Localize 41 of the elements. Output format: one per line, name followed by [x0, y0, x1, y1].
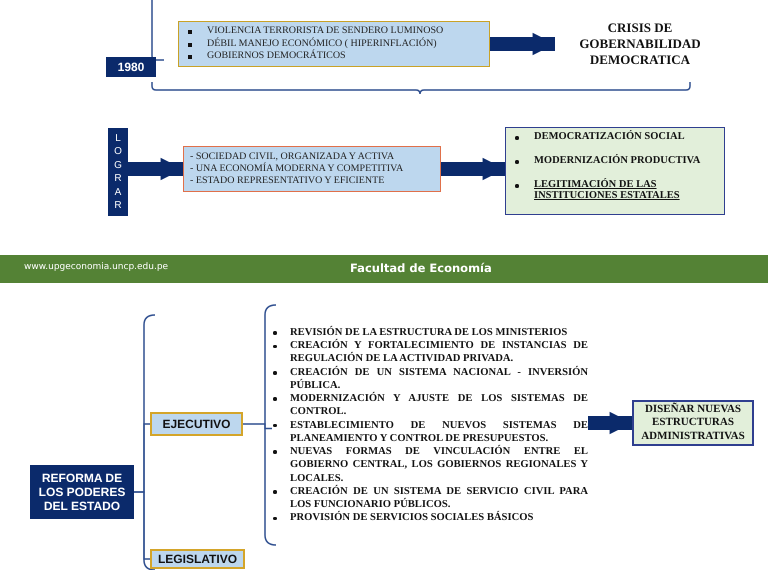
block-arrow — [490, 32, 555, 56]
result-list-box — [505, 127, 725, 215]
web-address: www.upgeconomia.uncp.edu.pe — [24, 262, 168, 272]
bullet-text: CREACIÓN Y FORTALECIMIENTO DE INSTANCIAS DE REGULACIÓN DE LA ACTIVIDAD PRIVADA. — [290, 340, 588, 364]
faculty-name: Facultad de Economía — [350, 261, 492, 275]
goal-list-box — [183, 146, 441, 192]
bullet-text: PROVISIÓN DE SERVICIOS SOCIALES BÁSICOS — [290, 512, 534, 524]
bullet-text: VIOLENCIA TERRORISTA DE SENDERO LUMINOSO — [207, 25, 444, 36]
year-box — [106, 57, 156, 77]
branch-box — [150, 549, 245, 569]
bullet-text: NUEVAS FORMAS DE VINCULACIÓN ENTRE EL GOBIERNO CENTRAL, LOS GOBIERNOS REGIONALES Y LOCALES. — [290, 446, 588, 484]
bullet-text: GOBIERNOS DEMOCRÁTICOS — [207, 50, 346, 61]
vertical-label: LOGRAR — [113, 132, 123, 212]
list-line: - SOCIEDAD CIVIL, ORGANIZADA Y ACTIVA — [190, 151, 396, 162]
bullet-text: DEMOCRATIZACIÓN SOCIAL — [534, 131, 685, 142]
bullet-text: MODERNIZACIÓN Y AJUSTE DE LOS SISTEMAS DE CONTROL. — [290, 393, 588, 418]
bullet-text: REVISIÓN DE LA ESTRUCTURA DE LOS MINISTERIOS — [290, 327, 568, 338]
list-line: - ESTADO REPRESENTATIVO Y EFICIENTE — [190, 175, 386, 187]
node-text: EJECUTIVO — [162, 417, 230, 431]
bullet-text: MODERNIZACIÓN PRODUCTIVA — [534, 155, 700, 166]
cause-list-box — [178, 21, 490, 67]
block-arrow — [128, 158, 183, 180]
block-arrow — [441, 158, 505, 180]
list-line: - UNA ECONOMÍA MODERNA Y COMPETITIVA — [190, 163, 404, 175]
bullet-text: CREACIÓN DE UN SISTEMA NACIONAL - INVERSIÓN PÚBLICA. — [290, 366, 588, 391]
node-text: 1980 — [118, 60, 144, 74]
bullet-text: ESTABLECIMIENTO DE NUEVOS SISTEMAS DE PLANEAMIENTO Y CONTROL DE PRESUPUESTOS. — [290, 420, 588, 444]
bullet-text: CREACIÓN DE UN SISTEMA DE SERVICIO CIVIL PARA LOS FUNCIONARIO PÚBLICOS. — [290, 486, 588, 510]
node-text: LEGISLATIVO — [158, 552, 238, 566]
connector-line — [134, 491, 150, 560]
branch-box — [150, 412, 243, 436]
outcome-box — [632, 400, 754, 446]
block-arrow — [588, 412, 632, 434]
node-text: DISEÑAR NUEVAS ESTRUCTURAS ADMINISTRATIVAS — [640, 403, 746, 443]
bullet-text: LEGITIMACIÓN DE LAS INSTITUCIONES ESTATALES — [534, 179, 680, 201]
reform-box — [30, 465, 134, 519]
connector-line — [243, 423, 272, 430]
vertical-label-box — [108, 128, 128, 216]
bullet-text: DÉBIL MANEJO ECONÓMICO ( HIPERINFLACIÓN) — [207, 38, 437, 48]
node-text: CRISIS DE GOBERNABILIDAD DEMOCRATICA — [578, 20, 702, 68]
node-text: REFORMA DE LOS PODERES DEL ESTADO — [38, 471, 126, 513]
